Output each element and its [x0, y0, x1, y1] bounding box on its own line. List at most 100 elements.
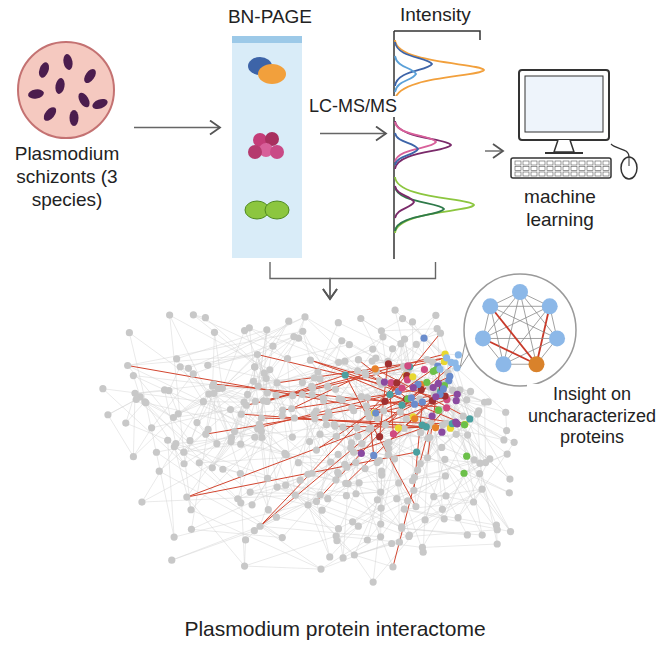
interactome-network-shape-part: [204, 362, 211, 369]
interactome-network-shape-part: [133, 393, 135, 456]
interactome-network-shape-part: [159, 410, 230, 472]
interactome-network-shape-part: [138, 498, 145, 505]
interactome-network-shape-part: [240, 416, 282, 474]
chromatogram-shape-part: [395, 122, 436, 162]
interactome-network-shape-part: [416, 329, 437, 345]
interactome-network-shape-part: [411, 415, 418, 422]
flow-arrow: [270, 262, 330, 299]
interactome-network-shape-part: [391, 455, 398, 462]
interactome-network-shape-part: [187, 400, 447, 497]
interactome-network-shape-part: [283, 388, 433, 411]
interactome-network-shape-part: [232, 373, 265, 438]
computer-icon-shape-part: [523, 172, 529, 176]
interactome-network-shape-part: [169, 391, 178, 414]
interactome-network-shape-part: [312, 452, 354, 473]
interactome-network-shape-part: [381, 329, 437, 331]
interactome-network-shape-part: [346, 341, 353, 348]
inset-circle-shape-part: [504, 306, 550, 364]
network-dots: [99, 307, 517, 586]
network-links: [103, 310, 514, 582]
interactome-network-shape-part: [393, 315, 436, 349]
interactome-network-shape-part: [339, 554, 346, 561]
interactome-network-shape-part: [193, 315, 287, 359]
interactome-network-shape-part: [369, 345, 376, 352]
interactome-network-shape-part: [500, 436, 507, 443]
interactome-network-shape-part: [335, 395, 342, 402]
computer-icon-shape-part: [539, 172, 545, 176]
interactome-network-shape-part: [478, 486, 485, 493]
interactome-network-shape-part: [351, 551, 358, 558]
interactome-network-shape-part: [442, 414, 478, 447]
interactome-network-shape-part: [455, 351, 462, 358]
flow-arrow: [485, 150, 503, 151]
interactome-network-shape-part: [177, 363, 184, 370]
computer-icon-shape-part: [519, 70, 609, 140]
computer-icon-shape-part: [531, 172, 537, 176]
interactome-network-shape-part: [506, 489, 513, 496]
interactome-network-shape-part: [354, 555, 393, 567]
interactome-network-shape-part: [219, 385, 226, 392]
interactome-network-shape-part: [398, 384, 405, 391]
interactome-network-shape-part: [354, 433, 361, 440]
interactome-network-shape-part: [308, 391, 315, 398]
interactome-network-shape-part: [265, 506, 272, 513]
interactome-network-shape-part: [165, 387, 172, 394]
computer-icon-shape-part: [587, 172, 593, 176]
interactome-network-shape-part: [381, 501, 408, 537]
interactome-network-shape-part: [375, 369, 470, 419]
interactome-network-shape-part: [352, 459, 359, 466]
interactome-network-shape-part: [173, 386, 212, 417]
interactome-network-shape-part: [343, 537, 381, 558]
interactome-network-shape-part: [304, 501, 311, 508]
interactome-network-shape-part: [171, 533, 178, 540]
interactome-network-shape-part: [397, 408, 404, 415]
computer-icon-shape-part: [531, 161, 537, 165]
interactome-network-shape-part: [184, 423, 197, 464]
interactome-network-shape-part: [388, 455, 423, 553]
interactome-network-shape-part: [258, 370, 270, 429]
gel-lane-shape: [222, 6, 318, 261]
interactome-network-shape-part: [126, 329, 133, 336]
interactome-network-shape-part: [356, 492, 381, 494]
interactome-network-shape-part: [343, 492, 350, 499]
computer-icon: machine learning: [505, 62, 660, 240]
interactome-network-shape-part: [481, 399, 488, 406]
interactome-network-shape-part: [284, 355, 291, 362]
computer-icon-shape-part: [515, 161, 521, 165]
chromatogram-shape-part: [394, 31, 480, 40]
interactome-network-shape-part: [331, 421, 338, 428]
interactome-network-shape-part: [264, 475, 271, 482]
computer-icon-shape-part: [554, 140, 574, 152]
computer-icon-shape-part: [579, 161, 585, 165]
interactome-network-shape-part: [404, 497, 411, 504]
interactome-network-shape-part: [231, 410, 269, 510]
interactome-network-shape-part: [389, 428, 404, 448]
computer-icon-shape-part: [547, 172, 553, 176]
interactome-network-shape-part: [180, 449, 187, 456]
interactome-network-shape-part: [423, 458, 427, 552]
interactome-network-shape-part: [391, 307, 398, 314]
interactome-network-shape-part: [128, 331, 303, 365]
inset-circle-shape-part: [490, 306, 549, 307]
interactome-network-shape-part: [251, 434, 258, 441]
interactome-network-shape-part: [254, 484, 348, 531]
schizont-cell: Plasmodium schizonts (3 species): [2, 35, 132, 220]
interactome-network-shape-part: [355, 523, 362, 530]
interactome-network-shape-part: [274, 483, 281, 490]
interactome-network-shape-part: [396, 539, 403, 546]
chromatogram-shape-part: [395, 121, 451, 169]
schizont-cell-shape-part: [41, 105, 58, 123]
inset-circle-shape-part: [512, 284, 528, 300]
interactome-network-shape-part: [103, 389, 203, 402]
interactome-network-shape-part: [413, 341, 420, 348]
interactome-network-shape-part: [363, 403, 370, 410]
interactome-network-shape-part: [485, 402, 486, 462]
interactome-network-shape-part: [342, 371, 349, 378]
interactome-network-shape-part: [327, 458, 334, 465]
gel-lane-shape-part: [232, 36, 302, 43]
interactome-network-shape-part: [339, 424, 346, 431]
node-text: machine learning: [505, 186, 615, 232]
interactome-network-shape-part: [282, 482, 289, 489]
interactome-network-shape-part: [412, 503, 419, 510]
interactome-network-shape-part: [211, 329, 218, 336]
